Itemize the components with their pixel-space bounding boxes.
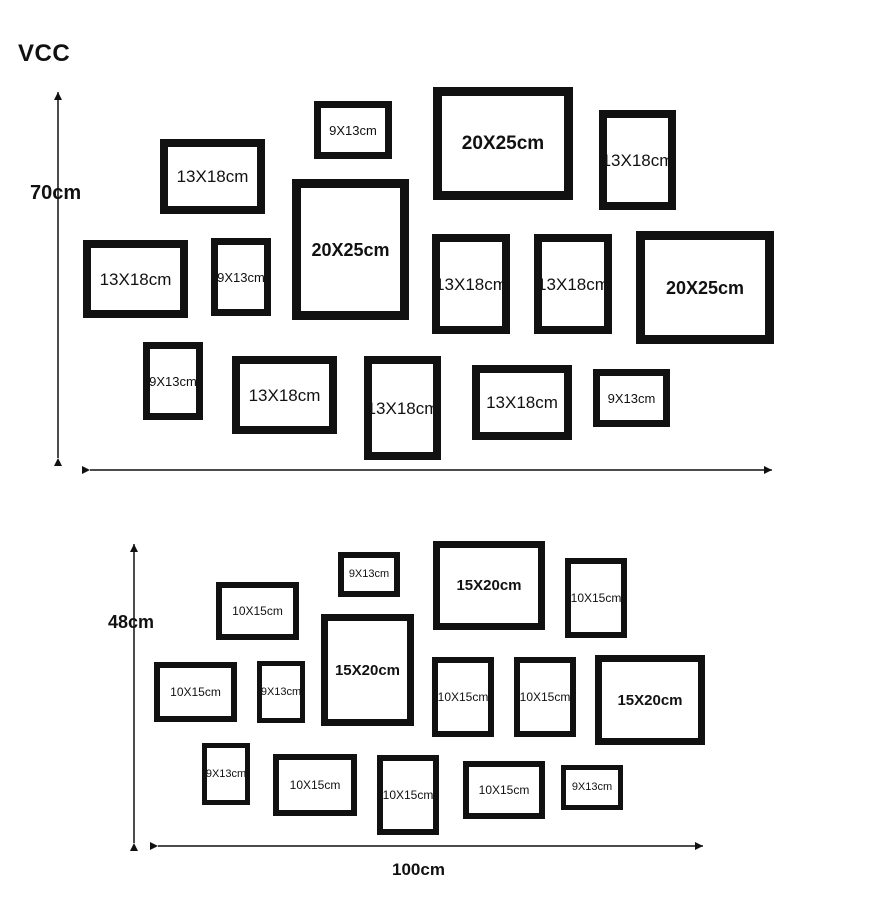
layout-a-frame-label: 13X18cm: [435, 274, 507, 294]
layout-b-frame-label: 10X15cm: [170, 685, 221, 699]
layout-a-frame-label: 13X18cm: [601, 150, 674, 170]
layout-a-frame: 13X18cm: [364, 356, 441, 460]
layout-a-frame-label: 9X13cm: [217, 269, 265, 285]
layout-b-frame-label: 9X13cm: [571, 781, 613, 793]
layout-b-frame-label: 10X15cm: [570, 591, 622, 605]
layout-a-frame: 9X13cm: [211, 238, 271, 316]
layout-a-frame-label: 20X25cm: [311, 239, 390, 260]
layout-b-frame: 9X13cm: [202, 743, 250, 805]
layout-a-frame: 13X18cm: [160, 139, 265, 214]
layout-a-frame-label: 9X13cm: [607, 390, 656, 406]
layout-b-frame-label: 10X15cm: [232, 604, 283, 618]
layout-a-height-label: 70cm: [30, 182, 82, 204]
layout-a-frame-label: 13X18cm: [248, 385, 321, 405]
layout-b-frame: 10X15cm: [377, 755, 439, 835]
layout-b-frame: 10X15cm: [514, 657, 576, 737]
layout-b-frame: 15X20cm: [321, 614, 414, 726]
layout-b-frame-label: 9X13cm: [348, 568, 390, 580]
layout-a-frame-label: 9X13cm: [149, 373, 197, 389]
layout-b-frame-label: 10X15cm: [478, 783, 530, 797]
layout-a-frame: 13X18cm: [534, 234, 612, 334]
layout-b-frame: 15X20cm: [433, 541, 545, 630]
layout-a-frame-label: 13X18cm: [537, 274, 609, 294]
layout-b-frame: 10X15cm: [216, 582, 299, 640]
layout-b-frame-label: 10X15cm: [382, 788, 434, 802]
layout-b-width-label: 100cm: [392, 860, 445, 879]
layout-b-frame-label: 15X20cm: [456, 577, 522, 594]
layout-b-frame: 10X15cm: [432, 657, 494, 737]
layout-a-frame: 9X13cm: [143, 342, 203, 420]
layout-a-frame-label: 20X25cm: [461, 133, 545, 154]
layout-a-frame: 9X13cm: [314, 101, 392, 159]
layout-b-frame: 10X15cm: [273, 754, 357, 816]
layout-a-frame-label: 13X18cm: [486, 393, 558, 412]
layout-a-frame-label: 9X13cm: [329, 122, 377, 138]
layout-a-frame: 13X18cm: [232, 356, 337, 434]
layout-b-frame-label: 9X13cm: [260, 685, 302, 698]
layout-a-frame: 20X25cm: [433, 87, 573, 200]
layout-a-frame: 20X25cm: [636, 231, 774, 344]
brand-logo-text: VCC: [18, 40, 71, 67]
layout-b-frame-label: 10X15cm: [437, 690, 489, 704]
layout-b-frame-label: 15X20cm: [617, 691, 683, 709]
layout-a-frame: 13X18cm: [472, 365, 572, 440]
layout-b-frame: 9X13cm: [338, 552, 400, 597]
layout-b-frame-label: 10X15cm: [519, 690, 571, 704]
layout-b-height-label: 48cm: [108, 612, 155, 632]
layout-a-frame: 13X18cm: [599, 110, 676, 210]
layout-a-frame-label: 13X18cm: [99, 269, 172, 289]
layout-b-frame: 10X15cm: [565, 558, 627, 638]
layout-b-frame: 9X13cm: [257, 661, 305, 723]
layout-a-frame: 20X25cm: [292, 179, 409, 320]
layout-b-frame-label: 15X20cm: [334, 661, 401, 679]
layout-b-frame: 15X20cm: [595, 655, 705, 745]
layout-b-frame: 9X13cm: [561, 765, 623, 810]
layout-b-frame: 10X15cm: [463, 761, 545, 819]
layout-b-frame-label: 9X13cm: [205, 767, 247, 780]
layout-b-frame-label: 10X15cm: [289, 778, 341, 792]
layout-a-frame: 9X13cm: [593, 369, 670, 427]
layout-a-frame-label: 13X18cm: [176, 167, 249, 186]
layout-a-frame: 13X18cm: [83, 240, 188, 318]
layout-a-frame: 13X18cm: [432, 234, 510, 334]
layout-b-frame: 10X15cm: [154, 662, 237, 722]
layout-a-frame-label: 20X25cm: [665, 277, 745, 298]
layout-a-frame-label: 13X18cm: [366, 398, 439, 418]
